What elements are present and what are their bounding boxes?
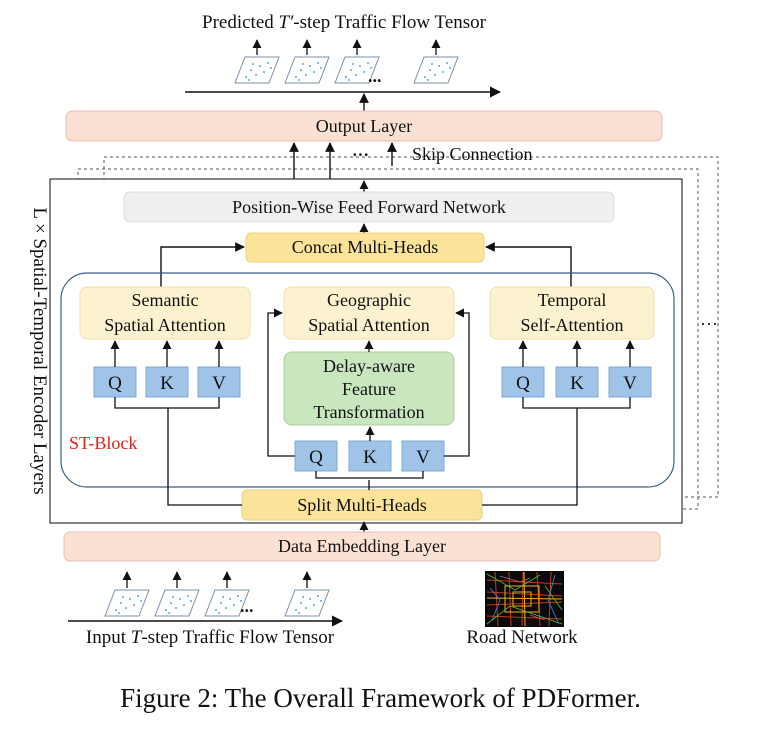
temporal-qkv: Q K V	[501, 340, 652, 409]
semantic-v-label: V	[212, 373, 226, 394]
semantic-q-label: Q	[108, 373, 122, 394]
geographic-qkv: Q K V	[267, 308, 470, 479]
concat-label: Concat Multi-Heads	[292, 237, 438, 257]
temporal-attention-line1: Temporal	[538, 290, 607, 310]
input-tensor-1	[104, 589, 150, 617]
road-network-label: Road Network	[466, 627, 578, 648]
st-block-label: ST-Block	[69, 433, 137, 453]
input-tensor-4	[284, 589, 330, 617]
output-tensor-label: Predicted T′-step Traffic Flow Tensor	[202, 12, 487, 33]
geographic-attention-line2: Spatial Attention	[308, 315, 430, 335]
geographic-k-label: K	[363, 447, 377, 468]
semantic-attention-box	[79, 286, 251, 340]
encoder-side-label: L × Spatial-Temporal Encoder Layers	[29, 207, 50, 494]
output-tensor-dots: ...	[368, 66, 382, 86]
embedding-layer-box	[63, 531, 661, 562]
figure-caption: Figure 2: The Overall Framework of PDFor…	[120, 683, 641, 713]
semantic-attention-line1: Semantic	[132, 290, 199, 310]
skip-dots: ···	[352, 145, 369, 164]
embedding-layer-label: Data Embedding Layer	[278, 536, 446, 556]
output-layer-label: Output Layer	[316, 116, 412, 136]
semantic-qkv: Q K V	[93, 340, 241, 409]
temporal-attention-box	[489, 286, 655, 340]
temporal-k-box	[555, 366, 599, 398]
ffn-box	[123, 191, 615, 223]
geographic-q-label: Q	[309, 447, 323, 468]
st-block-box	[60, 272, 675, 488]
temporal-v-label: V	[623, 373, 637, 394]
geographic-v-label: V	[416, 447, 430, 468]
input-tensors: ...	[104, 571, 330, 617]
delay-aware-line1: Delay-aware	[323, 356, 415, 376]
encoder-stack-dots: ···	[700, 314, 718, 334]
geographic-attention-line1: Geographic	[327, 290, 411, 310]
input-tensor-label: Input T-step Traffic Flow Tensor	[86, 627, 335, 648]
output-layer-box	[65, 110, 663, 142]
delay-aware-line2: Feature	[342, 379, 396, 399]
semantic-k-label: K	[160, 373, 174, 394]
geographic-v-box	[401, 440, 445, 472]
concat-box	[245, 232, 485, 263]
semantic-attention-line2: Spatial Attention	[104, 315, 226, 335]
input-tensor-2	[154, 589, 200, 617]
ffn-label: Position-Wise Feed Forward Network	[232, 197, 506, 217]
temporal-q-label: Q	[516, 373, 530, 394]
input-tensor-dots: ...	[240, 596, 254, 616]
delay-aware-line3: Transformation	[313, 402, 424, 422]
output-tensor-4	[413, 56, 459, 84]
geographic-k-box	[348, 440, 392, 472]
output-tensors: ...	[234, 39, 459, 86]
split-label: Split Multi-Heads	[297, 495, 427, 515]
temporal-v-box	[608, 366, 652, 398]
skip-connection-label: Skip Connection	[412, 144, 533, 164]
road-network-image	[485, 571, 564, 627]
temporal-attention-line2: Self-Attention	[521, 315, 624, 335]
temporal-k-label: K	[570, 373, 584, 394]
output-tensor-1	[234, 56, 280, 84]
geographic-attention-box	[283, 286, 455, 340]
semantic-v-box	[197, 366, 241, 398]
output-tensor-2	[284, 56, 330, 84]
semantic-q-box	[93, 366, 137, 398]
